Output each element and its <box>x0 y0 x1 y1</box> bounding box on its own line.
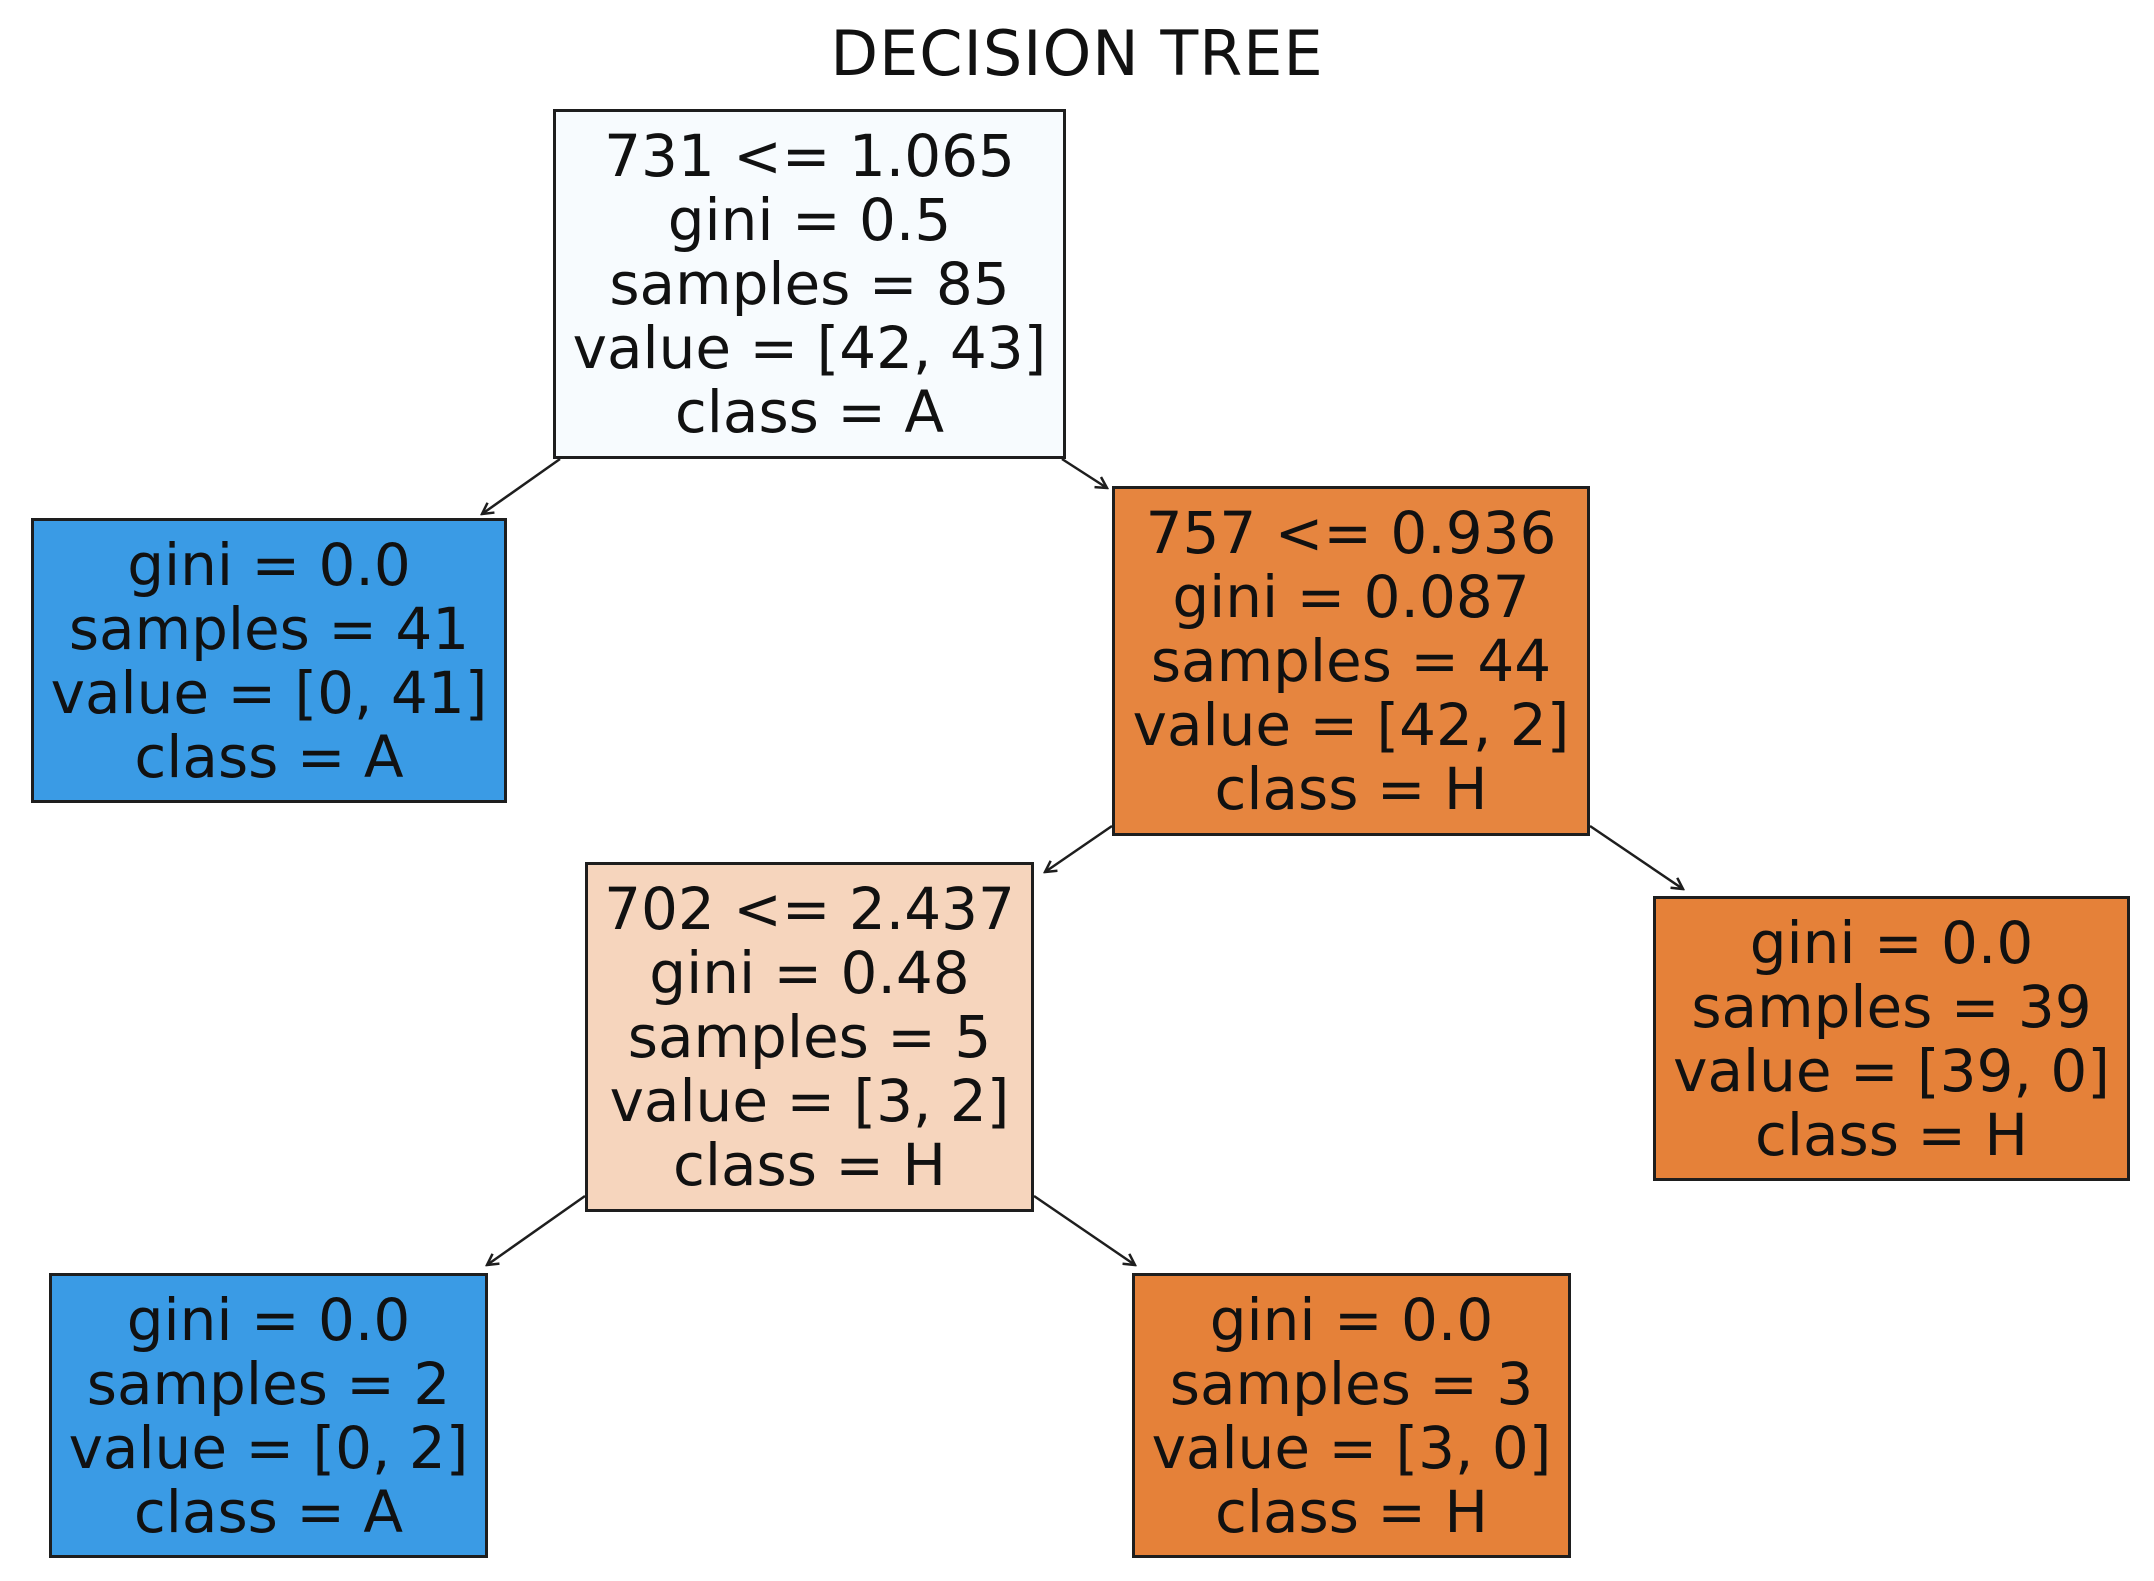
leaf-node-left: gini = 0.0 samples = 41 value = [0, 41] … <box>31 518 507 803</box>
node-condition: 757 <= 0.936 <box>1145 499 1557 567</box>
leaf-node-bottom-right: gini = 0.0 samples = 3 value = [3, 0] cl… <box>1132 1273 1571 1558</box>
node-gini: gini = 0.0 <box>1749 908 2034 977</box>
node-gini: gini = 0.5 <box>667 186 952 254</box>
edge-702-to-right-leaf <box>1033 1194 1135 1265</box>
node-class: class = A <box>133 1477 404 1546</box>
node-condition: 731 <= 1.065 <box>604 122 1015 190</box>
root-node: 731 <= 1.065 gini = 0.5 samples = 85 val… <box>553 109 1066 459</box>
node-gini: gini = 0.48 <box>649 939 970 1007</box>
node-gini: gini = 0.087 <box>1172 563 1530 631</box>
node-gini: gini = 0.0 <box>1209 1285 1494 1354</box>
node-value: value = [3, 0] <box>1151 1413 1552 1482</box>
node-condition: 702 <= 2.437 <box>604 875 1015 943</box>
node-samples: samples = 41 <box>68 594 470 663</box>
edge-root-to-right-node <box>1061 457 1107 488</box>
split-node-757: 757 <= 0.936 gini = 0.087 samples = 44 v… <box>1112 486 1590 836</box>
edge-root-to-left-leaf <box>482 457 561 514</box>
split-node-702: 702 <= 2.437 gini = 0.48 samples = 5 val… <box>585 862 1034 1212</box>
edge-702-to-left-leaf <box>487 1194 586 1265</box>
node-class: class = H <box>672 1131 947 1199</box>
leaf-node-bottom-left: gini = 0.0 samples = 2 value = [0, 2] cl… <box>49 1273 488 1558</box>
node-value: value = [42, 2] <box>1132 691 1570 759</box>
node-value: value = [42, 43] <box>572 314 1047 382</box>
node-gini: gini = 0.0 <box>126 1285 411 1354</box>
diagram-title: DECISION TREE <box>830 17 1324 90</box>
node-samples: samples = 3 <box>1169 1349 1534 1418</box>
node-samples: samples = 2 <box>86 1349 451 1418</box>
edge-757-to-702 <box>1045 824 1113 872</box>
node-value: value = [0, 41] <box>50 658 488 727</box>
node-value: value = [0, 2] <box>68 1413 469 1482</box>
node-samples: samples = 5 <box>627 1003 992 1071</box>
node-class: class = A <box>134 722 404 791</box>
node-samples: samples = 44 <box>1150 627 1552 695</box>
node-class: class = H <box>1214 1477 1489 1546</box>
node-samples: samples = 39 <box>1691 972 2092 1041</box>
node-class: class = H <box>1754 1100 2029 1169</box>
node-class: class = H <box>1214 755 1488 823</box>
node-gini: gini = 0.0 <box>127 530 411 599</box>
leaf-node-right: gini = 0.0 samples = 39 value = [39, 0] … <box>1653 896 2130 1181</box>
edge-757-to-right-leaf <box>1589 824 1683 889</box>
node-value: value = [39, 0] <box>1673 1036 2110 1105</box>
node-class: class = A <box>674 378 945 446</box>
node-samples: samples = 85 <box>609 250 1010 318</box>
node-value: value = [3, 2] <box>609 1067 1010 1135</box>
